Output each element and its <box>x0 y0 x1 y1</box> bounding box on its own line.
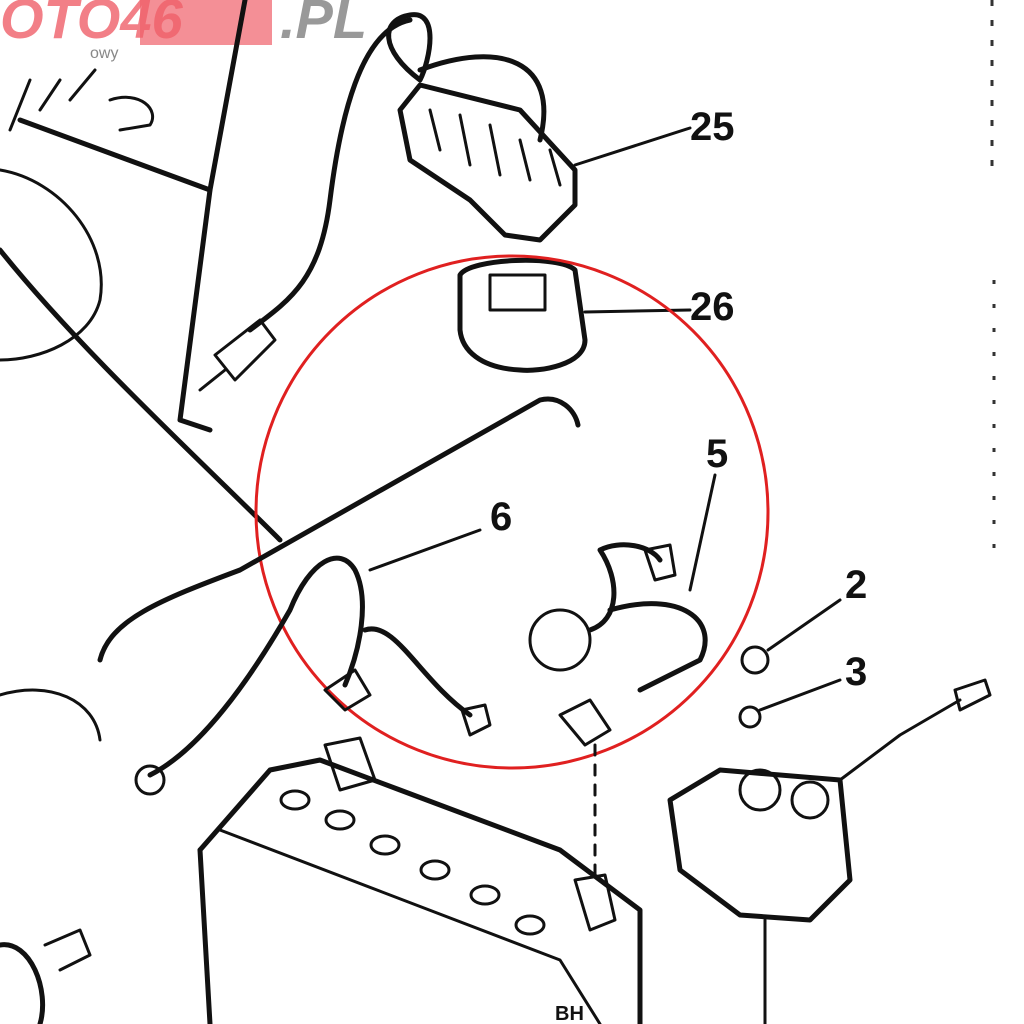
part-2-nut <box>740 598 842 675</box>
watermark-logo: OTO46 .PL owy <box>0 0 367 62</box>
cable-left <box>0 688 102 742</box>
part-6-cable <box>134 528 492 796</box>
callout-6: 6 <box>490 495 512 539</box>
highlight-circle <box>254 254 770 770</box>
part-3-washer <box>738 678 842 729</box>
frame-bracket <box>97 396 581 663</box>
callout-5: 5 <box>706 432 728 476</box>
svg-text:OTO46: OTO46 <box>0 0 183 50</box>
battery-marking: BH <box>555 1003 584 1024</box>
callout-26: 26 <box>690 285 735 329</box>
svg-text:owy: owy <box>90 45 118 62</box>
part-26-cover <box>457 257 692 373</box>
callout-2: 2 <box>845 563 867 607</box>
svg-text:.PL: .PL <box>280 0 367 50</box>
battery-cells <box>279 789 546 936</box>
wiring-harness <box>0 0 547 543</box>
starter-relay <box>667 678 992 1024</box>
part-5-cable <box>528 473 717 882</box>
horn-component <box>0 928 92 1024</box>
callout-25: 25 <box>690 105 735 149</box>
battery: BH <box>197 736 643 1024</box>
callout-3: 3 <box>845 650 867 694</box>
part-25-relay <box>397 82 692 243</box>
page-edge-marks <box>990 0 996 550</box>
